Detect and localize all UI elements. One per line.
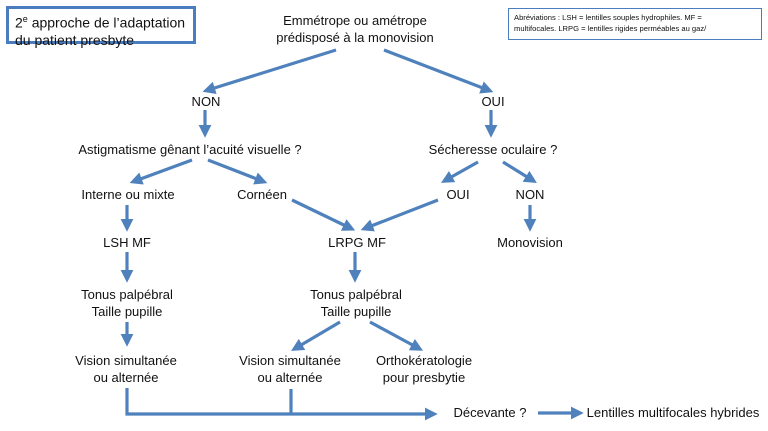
arrow-root-to-oui	[383, 48, 494, 94]
arrow-tonus-to-vision-mid	[291, 320, 341, 351]
node-internal-mixed: Interne ou mixte	[81, 187, 175, 202]
title-box: 2e approche de l’adaptation du patient p…	[6, 6, 196, 48]
node-corneal: Cornéen	[237, 187, 287, 202]
node-astigmatism: Astigmatisme gênant l’acuité visuelle ?	[78, 142, 302, 157]
node-hybrid-lenses: Lentilles multifocales hybrides	[586, 405, 760, 420]
arrow-astigmatism-to-internal	[129, 158, 193, 185]
node-oui: OUI	[481, 94, 505, 109]
node-vision-mid: Vision simultanée ou alternée	[239, 353, 341, 385]
abbreviations-line-2: multifocales. LRPG = lentilles rigides p…	[514, 24, 707, 33]
node-non: NON	[191, 94, 221, 109]
arrow-astigmatism-to-corneal	[207, 158, 268, 185]
node-lrpg-mf: LRPG MF	[328, 235, 386, 250]
abbreviations-line-1: Abréviations : LSH = lentilles souples h…	[514, 13, 702, 22]
root-node: Emmétrope ou amétrope prédisposé à la mo…	[276, 13, 434, 45]
arrow-dry-to-oui	[440, 160, 479, 183]
arrow-corneal-to-lrpg	[291, 198, 356, 231]
node-tonus-mid: Tonus palpébral Taille pupille	[310, 287, 402, 319]
node-tonus-left: Tonus palpébral Taille pupille	[81, 287, 173, 319]
abbreviations-box: Abréviations : LSH = lentilles souples h…	[508, 8, 762, 40]
arrow-root-to-non	[202, 48, 337, 95]
node-dry-oui: OUI	[446, 187, 470, 202]
node-dry-eye: Sécheresse oculaire ?	[428, 142, 558, 157]
node-monovision: Monovision	[497, 235, 563, 250]
node-disappointing: Décevante ?	[453, 405, 527, 420]
arrow-tonus-to-ortho	[369, 320, 424, 351]
title-line-2: du patient presbyte	[15, 31, 135, 48]
arrow-dry-to-non	[502, 160, 537, 184]
connector-bottom-line	[125, 388, 438, 421]
node-dry-non: NON	[515, 187, 545, 202]
node-lsh-mf: LSH MF	[103, 235, 151, 250]
node-vision-left: Vision simultanée ou alternée	[75, 353, 177, 385]
title-line-1: 2e approche de l’adaptation	[15, 14, 186, 31]
node-orthokeratology: Orthokératologie pour presbytie	[375, 353, 473, 385]
arrow-dryoui-to-lrpg	[360, 198, 439, 232]
